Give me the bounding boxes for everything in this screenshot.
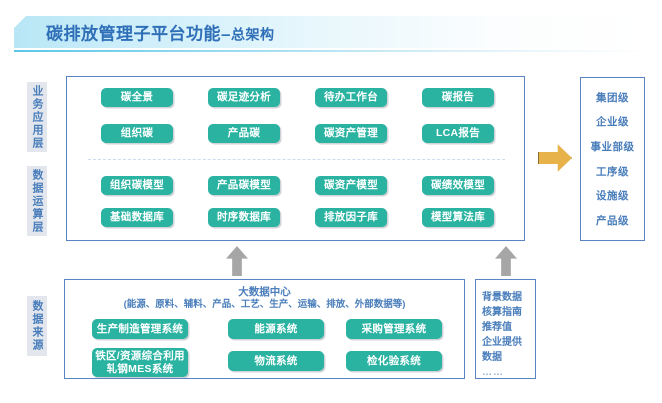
module-carbon-overview[interactable]: 碳全景: [101, 88, 173, 107]
module-todo-workbench[interactable]: 待办工作台: [315, 88, 387, 107]
module-basic-database[interactable]: 基础数据库: [101, 208, 173, 227]
organization-level-list: 集团级 企业级 事业部级 工序级 设施级 产品级: [580, 85, 645, 233]
organization-level-panel: [580, 77, 645, 241]
arrow-right-icon: [538, 144, 572, 172]
system-procurement-management[interactable]: 采购管理系统: [346, 319, 442, 339]
module-carbon-asset-management[interactable]: 碳资产管理: [315, 124, 387, 143]
page-title-bar: 碳排放管理子平台功能–总架构: [14, 16, 648, 48]
module-carbon-report[interactable]: 碳报告: [422, 88, 494, 107]
mes-label-line1: 铁区/资源综合利用: [95, 349, 185, 362]
system-ironmaking-resource-mes[interactable]: 铁区/资源综合利用 轧钢MES系统: [92, 348, 188, 377]
layer-label-business-application: 业务应用层: [27, 82, 47, 152]
page-title-separator: –: [221, 24, 231, 44]
background-data-panel: [475, 279, 536, 379]
module-carbon-footprint-analysis[interactable]: 碳足迹分析: [208, 88, 280, 107]
level-item-enterprise: 企业级: [596, 116, 629, 129]
background-data-ellipsis: ……: [482, 367, 504, 378]
system-ironmaking-resource-mes-label: 铁区/资源综合利用 轧钢MES系统: [95, 350, 185, 376]
level-item-process: 工序级: [596, 165, 629, 178]
title-bar-background: [14, 16, 648, 48]
layer-label-data-source: 数据来源: [27, 296, 47, 356]
mes-label-line2: 轧钢MES系统: [106, 362, 174, 375]
page-title-sub: 总架构: [230, 26, 275, 43]
module-emission-factor-library[interactable]: 排放因子库: [315, 208, 387, 227]
background-data-item-enterprise-provided: 企业提供: [482, 337, 522, 348]
system-manufacturing-management[interactable]: 生产制造管理系统: [92, 319, 188, 339]
module-carbon-performance-model[interactable]: 碳绩效模型: [422, 176, 494, 195]
module-organization-carbon-model[interactable]: 组织碳模型: [101, 176, 173, 195]
background-data-list: 背景数据 核算指南 推荐值 企业提供 数据 ……: [482, 290, 534, 380]
arrow-up-icon: [226, 246, 248, 276]
module-timeseries-database[interactable]: 时序数据库: [208, 208, 280, 227]
layer-label-data-computation: 数据运算层: [27, 166, 47, 236]
arrow-up-icon: [495, 246, 517, 276]
system-inspection-testing[interactable]: 检化验系统: [346, 351, 442, 371]
module-model-algorithm-library[interactable]: 模型算法库: [422, 208, 494, 227]
page-title: 碳排放管理子平台功能–总架构: [46, 20, 274, 45]
module-product-carbon-model[interactable]: 产品碳模型: [208, 176, 280, 195]
big-data-center-subtitle: (能源、原料、辅料、产品、工艺、生产、运输、排放、外部数据等): [123, 299, 406, 311]
background-data-item-recommended-value: 推荐值: [482, 322, 512, 333]
level-item-facility: 设施级: [596, 190, 629, 203]
background-data-item-data: 数据: [482, 352, 502, 363]
module-carbon-asset-model[interactable]: 碳资产模型: [315, 176, 387, 195]
level-item-group: 集团级: [596, 91, 629, 104]
background-data-item-background-data: 背景数据: [482, 292, 522, 303]
background-data-item-accounting-guide: 核算指南: [482, 307, 522, 318]
big-data-center-title-block: 大数据中心 (能源、原料、辅料、产品、工艺、生产、运输、排放、外部数据等): [64, 285, 465, 312]
page-title-main: 碳排放管理子平台功能: [46, 24, 221, 44]
module-organization-carbon[interactable]: 组织碳: [101, 124, 173, 143]
system-logistics[interactable]: 物流系统: [228, 351, 324, 371]
big-data-center-title: 大数据中心: [238, 286, 291, 298]
level-item-product: 产品级: [596, 215, 629, 228]
system-energy[interactable]: 能源系统: [228, 319, 324, 339]
layer-divider: [88, 159, 505, 160]
level-item-division: 事业部级: [590, 141, 635, 154]
title-underline: [14, 50, 648, 52]
module-lca-report[interactable]: LCA报告: [422, 124, 494, 143]
module-product-carbon[interactable]: 产品碳: [208, 124, 280, 143]
